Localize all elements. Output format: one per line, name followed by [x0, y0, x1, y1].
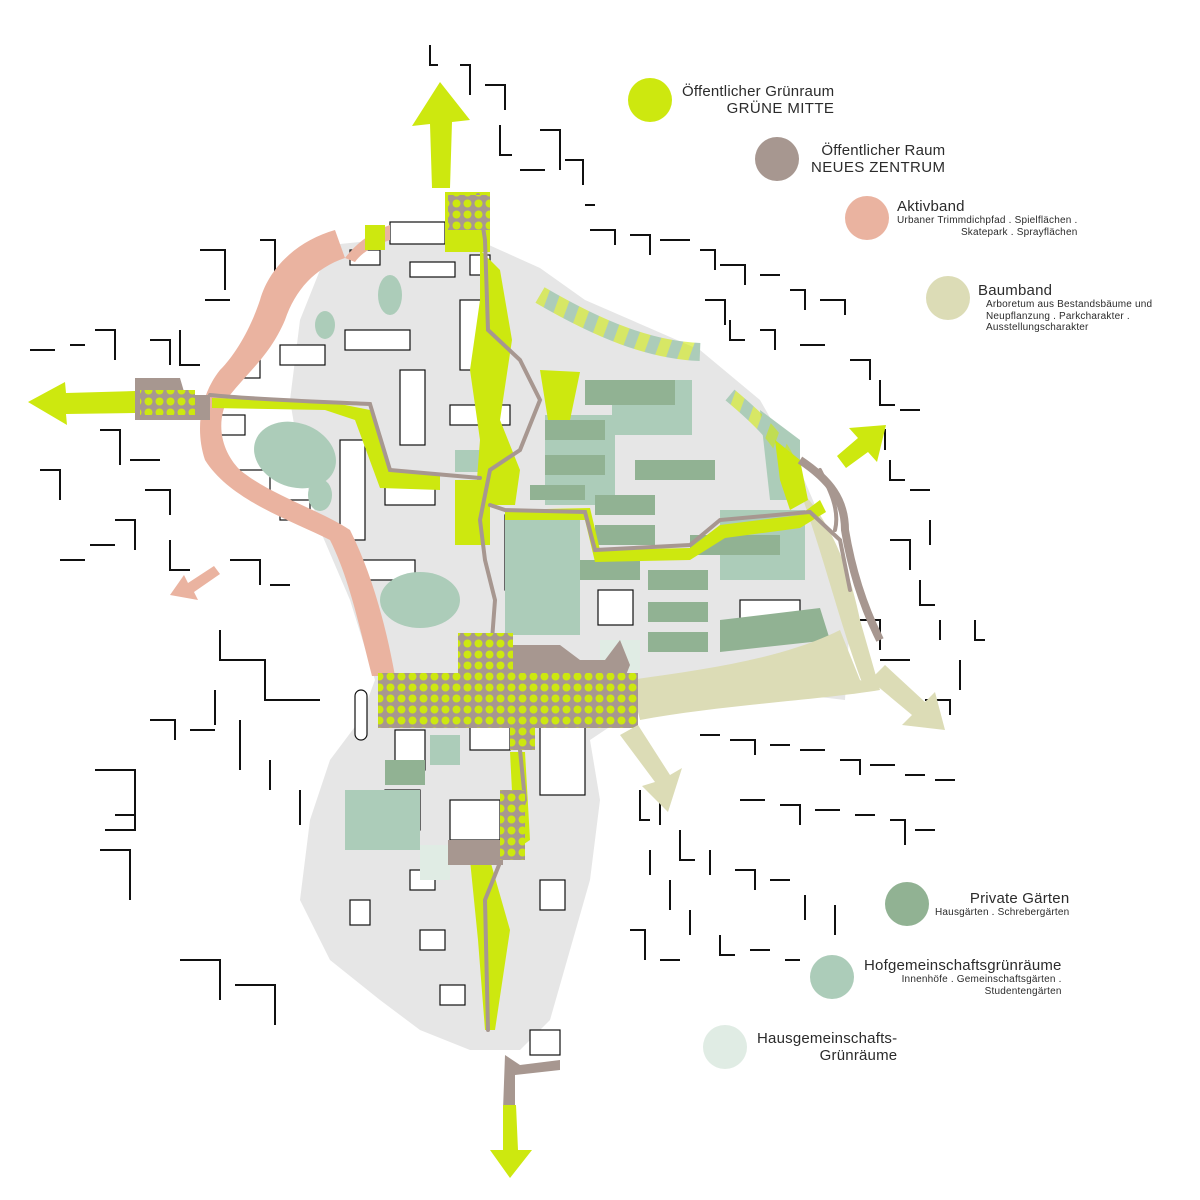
legend-item-oeffentlicher-raum: Öffentlicher Raum NEUES ZENTRUM: [755, 137, 945, 181]
legend-detail-line: Ausstellungscharakter: [986, 322, 1089, 334]
legend-swatch-private: [885, 882, 929, 926]
baumband-area: [630, 630, 880, 720]
aktivband-ribbon: [200, 230, 395, 676]
private-gaerten-areas: [385, 380, 830, 785]
legend-detail-line: Arboretum aus Bestandsbäume und: [986, 299, 1153, 311]
arrow-northeast: [837, 425, 886, 468]
legend-subtitle: Grünräume: [819, 1047, 898, 1064]
legend-title: Öffentlicher Raum: [821, 141, 946, 159]
legend-title: Aktivband: [897, 197, 965, 215]
legend-subtitle: GRÜNE MITTE: [726, 100, 835, 117]
legend-item-hausgemeinschaft: Hausgemeinschafts- Grünräume: [703, 1025, 897, 1069]
legend-details: Innenhöfe . Gemeinschaftsgärten . Studen…: [864, 974, 1062, 997]
legend-detail-line: Urbaner Trimmdichpfad . Spielflächen .: [897, 215, 1078, 227]
arrow-north: [412, 82, 470, 188]
legend-detail-line: Skatepark . Sprayflächen: [960, 226, 1078, 238]
legend-details: Arboretum aus Bestandsbäume und Neupflan…: [986, 299, 1152, 334]
legend-swatch-hofgemeinschaft: [810, 955, 854, 999]
legend-item-oeffentlicher-gruenraum: Öffentlicher Grünraum GRÜNE MITTE: [628, 78, 834, 122]
legend-subtitle: NEUES ZENTRUM: [811, 159, 946, 176]
arrow-southeast: [870, 665, 945, 730]
legend-details: Urbaner Trimmdichpfad . Spielflächen . S…: [897, 215, 1077, 238]
arrow-southwest: [170, 566, 220, 600]
arrows: [28, 82, 945, 1178]
legend-item-baumband: Baumband Arboretum aus Bestandsbäume und…: [926, 276, 1152, 334]
east-road: [797, 456, 884, 642]
legend-title: Baumband: [978, 282, 1053, 299]
arrow-west: [28, 382, 135, 425]
legend-detail-line: Neupflanzung . Parkcharakter .: [986, 310, 1130, 322]
legend-title: Hofgemeinschaftsgrünräume: [864, 956, 1062, 974]
legend-detail-line: Innenhöfe . Gemeinschaftsgärten .: [901, 974, 1062, 986]
legend-swatch-aktivband: [845, 196, 889, 240]
legend-title: Öffentlicher Grünraum: [682, 82, 835, 100]
neues-zentrum-plaza: [140, 195, 638, 860]
baumband-strip: [800, 490, 880, 690]
legend-detail-line: Hausgärten . Schrebergärten: [935, 906, 1070, 918]
legend-detail-line: Studentengärten: [984, 985, 1062, 997]
legend-details: Hausgärten . Schrebergärten: [935, 907, 1069, 919]
legend-title: Hausgemeinschafts-: [757, 1029, 898, 1047]
legend-swatch-gruenraum: [628, 78, 672, 122]
arrow-south: [490, 1105, 532, 1178]
legend-title: Private Gärten: [969, 889, 1070, 907]
baumband-dashed-path: [535, 287, 701, 361]
legend-item-private-gaerten: Private Gärten Hausgärten . Schrebergärt…: [885, 882, 1069, 926]
context-buildings: [30, 45, 985, 1025]
legend-item-aktivband: Aktivband Urbaner Trimmdichpfad . Spielf…: [845, 196, 1077, 240]
legend-item-hofgemeinschaft: Hofgemeinschaftsgrünräume Innenhöfe . Ge…: [810, 955, 1062, 999]
arrow-south-southeast: [620, 725, 682, 812]
legend-swatch-hausgemeinschaft: [703, 1025, 747, 1069]
legend-swatch-baumband: [926, 276, 970, 320]
legend-swatch-raum: [755, 137, 799, 181]
